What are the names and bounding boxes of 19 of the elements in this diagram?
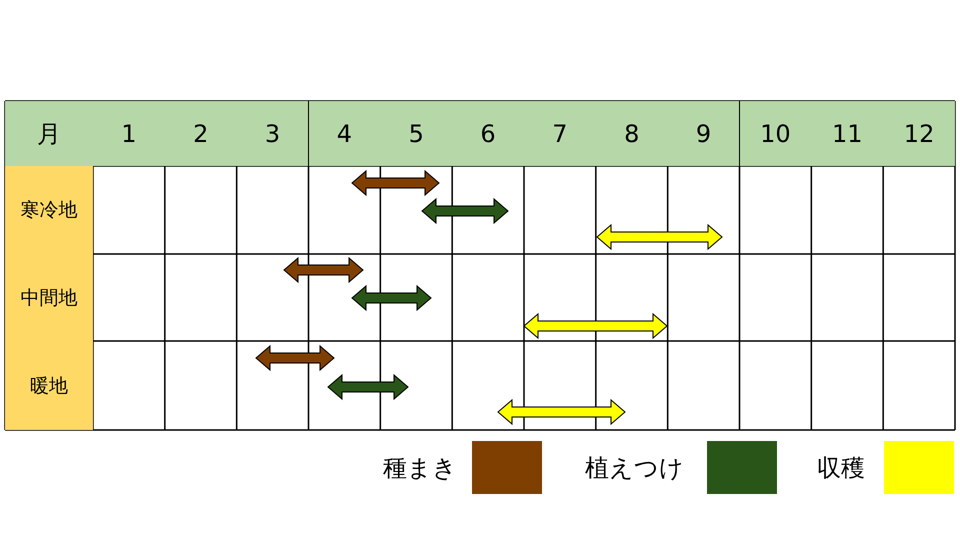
header-cell: 6 <box>452 101 524 166</box>
row-header-cell: 寒冷地 <box>5 166 93 254</box>
header-cell: 1 <box>93 101 165 166</box>
header-cell: 10 <box>740 101 812 166</box>
row-header-cell: 暖地 <box>5 341 93 430</box>
legend-label: 収穫 <box>817 453 865 484</box>
header-cell: 9 <box>668 101 740 166</box>
legend-label: 種まき <box>383 453 457 484</box>
header-cell: 5 <box>380 101 452 166</box>
header-cell: 8 <box>596 101 668 166</box>
header-cell: 2 <box>164 101 237 166</box>
header-cell: 7 <box>524 101 596 166</box>
row-header-cell: 中間地 <box>5 254 93 341</box>
header-cell: 月 <box>5 101 93 166</box>
header-cell: 11 <box>811 101 884 166</box>
header-cell: 4 <box>308 101 380 166</box>
legend-label: 植えつけ <box>585 453 684 484</box>
header-cell: 12 <box>883 101 955 166</box>
header-cell: 3 <box>236 101 308 166</box>
